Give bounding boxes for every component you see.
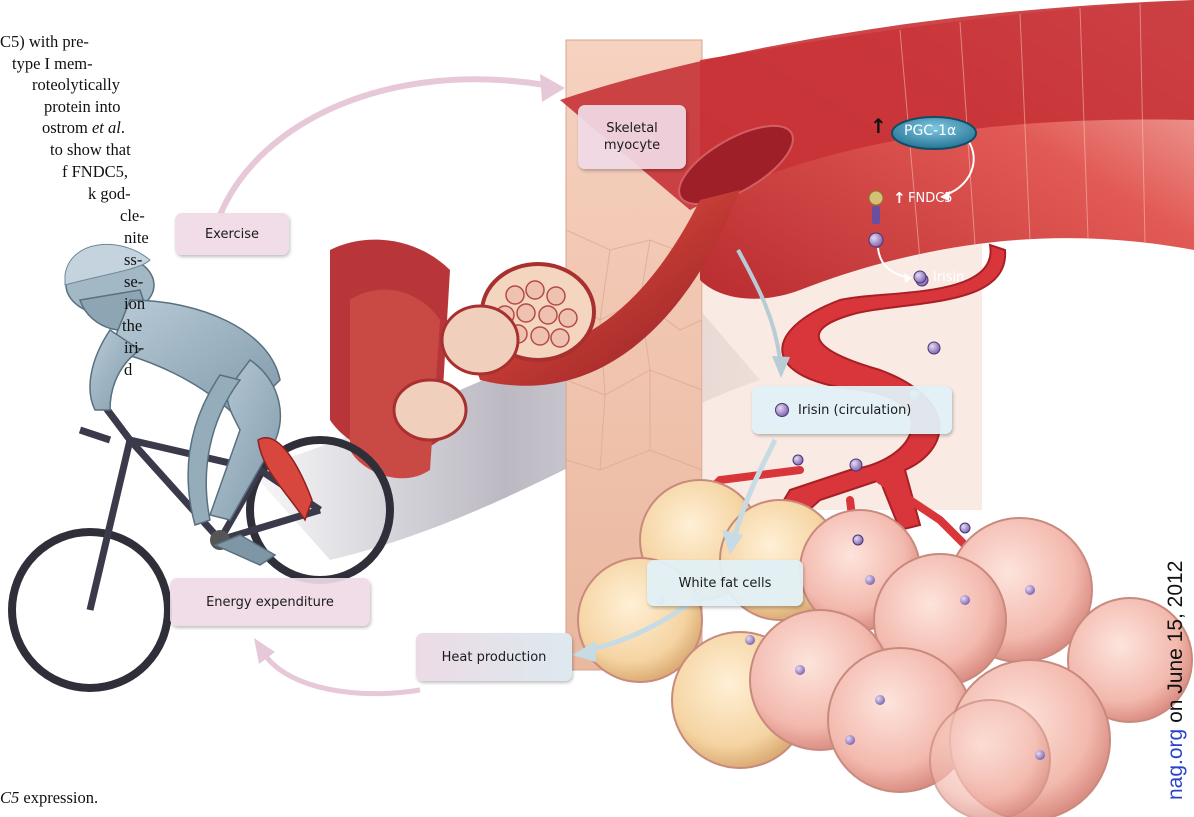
fndc5-up-arrow: ↑ xyxy=(893,189,906,207)
label-irisin-circulation: Irisin (circulation) xyxy=(752,386,952,434)
body-text-line-6: to show that xyxy=(50,140,131,160)
label-fndc5: FNDC5 xyxy=(908,191,953,206)
side-credit-link[interactable]: nag.org xyxy=(1164,729,1187,800)
body-text-line-3: roteolytically xyxy=(32,75,120,95)
body-text-line-5: ostrom et al. xyxy=(42,118,125,138)
label-heat-production: Heat production xyxy=(416,633,572,681)
irisin-dot-icon xyxy=(913,270,927,284)
body-text-line-14: the xyxy=(122,316,142,336)
body-text-etal: et al xyxy=(92,118,121,137)
label-exercise: Exercise xyxy=(175,213,289,255)
label-irisin-circulation-text: Irisin (circulation) xyxy=(798,402,911,419)
body-text-line-13: ion xyxy=(124,294,145,314)
irisin-circulation-dot-icon xyxy=(774,402,790,418)
exercise-to-myocyte-arrow xyxy=(220,79,545,215)
fat-cells xyxy=(578,480,1192,817)
body-text-line-9: cle- xyxy=(120,206,145,226)
heat-to-energy-arrow xyxy=(265,655,420,694)
label-energy-expenditure: Energy expenditure xyxy=(170,578,370,626)
body-text-line-4: protein into xyxy=(44,97,121,117)
pgc-text: PGC-1α xyxy=(904,123,956,139)
body-text-gene: C5 xyxy=(0,788,19,807)
label-skeletal-myocyte-line2: myocyte xyxy=(604,137,660,154)
fndc5-tail xyxy=(869,233,883,247)
label-pgc1a: PGC-1α xyxy=(890,115,978,151)
body-text-author: ostrom xyxy=(42,118,88,137)
side-credit-text: on June 15, 2012 xyxy=(1164,561,1187,729)
label-skeletal-myocyte-line1: Skeletal xyxy=(606,120,658,137)
side-credit: nag.org on June 15, 2012 xyxy=(1164,561,1188,800)
body-text-line-15: iri- xyxy=(124,338,144,358)
body-text-line-7: f FNDC5, xyxy=(62,162,128,182)
body-text-line-11: ss- xyxy=(124,250,142,270)
label-irisin: Irisin xyxy=(933,270,964,285)
body-text-period: . xyxy=(121,118,125,137)
body-text-line-8: k god- xyxy=(88,184,131,204)
fndc5-stalk xyxy=(872,206,880,224)
label-white-fat-cells: White fat cells xyxy=(647,560,803,606)
fndc5-head xyxy=(869,191,883,205)
label-skeletal-myocyte: Skeletal myocyte xyxy=(578,105,686,169)
body-text-line-2: type I mem- xyxy=(12,54,93,74)
body-text-line-10: nite xyxy=(124,228,149,248)
body-text-line-1: C5) with pre- xyxy=(0,32,89,52)
body-text-line-16: d xyxy=(124,360,132,380)
pgc-up-arrow: ↑ xyxy=(870,114,887,138)
body-text-line-12: se- xyxy=(124,272,143,292)
body-text-footer-rest: expression. xyxy=(19,788,98,807)
body-text-footer: C5 expression. xyxy=(0,788,98,808)
